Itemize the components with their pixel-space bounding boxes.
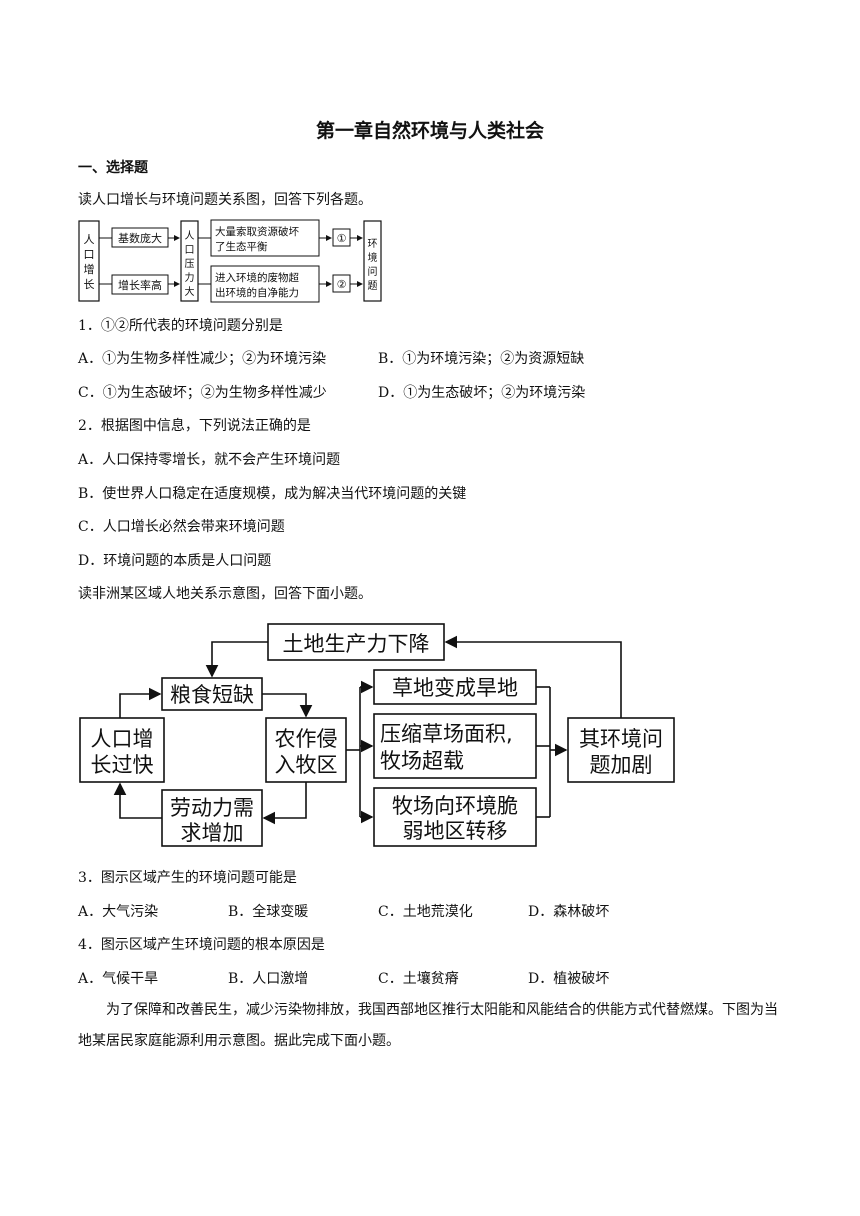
mark-1: ①	[337, 232, 347, 245]
q2-option-a[interactable]: A．人口保持零增长，就不会产生环境问题	[78, 452, 341, 468]
q2-option-b[interactable]: B．使世界人口稳定在适度规模，成为解决当代环境问题的关键	[78, 486, 467, 502]
intro-text-2: 读非洲某区域人地关系示意图，回答下面小题。	[78, 586, 372, 602]
q4-option-d[interactable]: D．植被破坏	[528, 971, 610, 987]
worsen-box-line2: 题加剧	[590, 753, 653, 777]
q4-option-c[interactable]: C．土壤贫瘠	[378, 971, 459, 987]
grass-box: 草地变成旱地	[392, 676, 518, 700]
mark-2: ②	[337, 278, 347, 291]
middle-char: 人	[185, 230, 195, 242]
population-box-line2: 长过快	[91, 753, 154, 777]
q1-option-a[interactable]: A．①为生物多样性减少；②为环境污染	[78, 351, 327, 367]
left-char: 口	[84, 248, 95, 261]
q1-option-b[interactable]: B．①为环境污染；②为资源短缺	[378, 351, 585, 367]
shift-box-line1: 牧场向环境脆	[392, 794, 518, 818]
land-decline-box: 土地生产力下降	[283, 632, 430, 656]
middle-char: 压	[185, 258, 195, 270]
food-short-box: 粮食短缺	[170, 683, 254, 707]
population-environment-diagram: 人 口 增 长 基数庞大 增长率高 人 口 压 力 大 大量索取资源破坏 了生态…	[78, 219, 382, 303]
right-char: 问	[368, 265, 378, 278]
q4-option-b[interactable]: B．人口激增	[228, 971, 309, 987]
question-1-stem: 1．①②所代表的环境问题分别是	[78, 318, 283, 334]
left-char: 人	[84, 233, 95, 246]
q1-option-c[interactable]: C．①为生态破坏；②为生物多样性减少	[78, 385, 327, 401]
intro-text-1: 读人口增长与环境问题关系图，回答下列各题。	[78, 192, 372, 208]
labor-box-line1: 劳动力需	[170, 796, 254, 820]
q2-option-d[interactable]: D．环境问题的本质是人口问题	[78, 553, 272, 569]
shift-box-line2: 弱地区转移	[403, 819, 508, 843]
labor-box-line2: 求增加	[181, 821, 244, 845]
middle-char: 力	[185, 271, 195, 284]
right-char: 环	[368, 239, 378, 250]
q1-option-d[interactable]: D．①为生态破坏；②为环境污染	[378, 385, 586, 401]
resource-effect-line2: 了生态平衡	[215, 240, 268, 253]
crop-box-line2: 入牧区	[275, 753, 338, 777]
worsen-box-line1: 其环境问	[579, 727, 663, 751]
q3-option-a[interactable]: A．大气污染	[78, 904, 159, 920]
passage-text: 为了保障和改善民生，减少污染物排放，我国西部地区推行太阳能和风能结合的供能方式代…	[78, 1002, 778, 1049]
right-char: 题	[368, 280, 378, 292]
left-char: 增	[84, 262, 95, 276]
africa-human-land-diagram: 土地生产力下降 粮食短缺 人口增 长过快 农作侵 入牧区 劳动力需 求增加 草地…	[79, 623, 675, 847]
q3-option-d[interactable]: D．森林破坏	[528, 904, 610, 920]
waste-effect-line1: 进入环境的废物超	[215, 271, 299, 284]
waste-effect-line2: 出环境的自净能力	[215, 286, 299, 299]
section-heading: 一、选择题	[78, 160, 148, 176]
growth-high-box: 增长率高	[118, 278, 162, 292]
crop-box-line1: 农作侵	[275, 727, 338, 751]
q4-option-a[interactable]: A．气候干旱	[78, 971, 159, 987]
middle-char: 大	[185, 285, 195, 298]
population-box-line1: 人口增	[91, 727, 154, 751]
left-char: 长	[84, 278, 95, 291]
question-4-stem: 4．图示区域产生环境问题的根本原因是	[78, 937, 325, 953]
q2-option-c[interactable]: C．人口增长必然会带来环境问题	[78, 519, 285, 535]
page-title: 第一章自然环境与人类社会	[315, 120, 544, 142]
q3-option-c[interactable]: C．土地荒漠化	[378, 904, 473, 920]
question-2-stem: 2．根据图中信息，下列说法正确的是	[78, 418, 311, 434]
q3-option-b[interactable]: B．全球变暖	[228, 904, 309, 920]
resource-effect-line1: 大量索取资源破坏	[215, 225, 299, 238]
compress-box-line2: 牧场超载	[380, 749, 464, 773]
middle-char: 口	[185, 245, 195, 256]
compress-box-line1: 压缩草场面积,	[380, 722, 513, 746]
question-3-stem: 3．图示区域产生的环境问题可能是	[78, 870, 297, 886]
right-char: 境	[368, 251, 378, 264]
base-large-box: 基数庞大	[118, 231, 162, 245]
